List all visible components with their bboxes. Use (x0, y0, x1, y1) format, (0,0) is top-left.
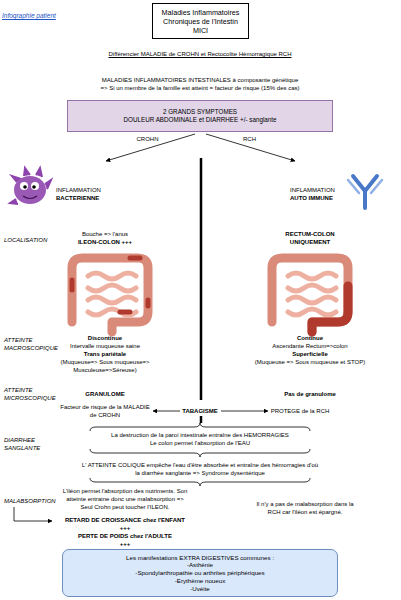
malabsorption-arrow (14, 507, 52, 521)
cell-text: RECTUM-COLON UNIQUEMENT (275, 230, 345, 246)
row-label: LOCALISATION (4, 236, 74, 244)
brace (90, 478, 310, 486)
brace (90, 423, 310, 431)
bacteria-spikes (10, 168, 51, 204)
branch-arrow (206, 134, 295, 161)
node-text: -Asthénie (187, 561, 213, 569)
cell-text: Pas de granulome (245, 390, 375, 398)
column-head: INFLAMMATION (56, 186, 136, 194)
tabac-arrow (153, 411, 180, 412)
node-text: -Erythème noueux (175, 577, 226, 585)
row-label: ATTEINTE MACROSCOPIQUE (4, 336, 59, 352)
cell-text: Bouche => l'anus (55, 230, 155, 238)
bacteria-eye (20, 182, 28, 190)
cell-text: +++ (60, 540, 190, 548)
cell-text: ILEON-COLON +++ (55, 238, 155, 246)
bacteria-body (14, 176, 46, 204)
cell-text: Il n'y a pas de malabsorption dans la RC… (250, 500, 360, 516)
row-label: ATTEINTE MICROSCOPIQUE (4, 386, 59, 402)
tabac-arrow (221, 411, 268, 412)
small-intestine (88, 273, 136, 315)
cell-text: Discontinue (55, 334, 155, 342)
row-label: MALABSORPTION (4, 497, 74, 505)
crohn-intestine (72, 258, 148, 332)
bacteria-icon (10, 168, 51, 204)
intro-text: MALADIES INFLAMMATOIRES INTESTINALES à c… (30, 76, 370, 84)
bacteria-eye (31, 182, 39, 190)
symptom-band: 2 GRANDS SYMPTOMESDOULEUR ABDOMINALE et … (67, 100, 333, 132)
brace (90, 449, 310, 457)
explanation-text: L' ATTEINTE COLIQUE empêche l'eau d'être… (80, 461, 320, 477)
inflamed-segment (312, 286, 348, 332)
bacteria-pupil (23, 185, 27, 189)
divider-line (200, 416, 203, 423)
bacteria-pupil (32, 185, 36, 189)
intro-text: => Si un membre de la famille est attein… (30, 84, 370, 92)
node-text: -Uvéite (190, 585, 210, 593)
node-text: -Spondylarthropathie ou arthrites périph… (135, 569, 264, 577)
cell-text: Superficielle (245, 350, 375, 358)
cell-text: Trans pariétale (55, 350, 155, 358)
extra-digestive-box: Les manifestations EXTRA DIGESTIVES comm… (62, 549, 338, 597)
center-label: TABAGISME (170, 407, 230, 415)
branch-label: CROHN (125, 135, 170, 143)
cell-text: (Muqueuse => Sous muqueuse et STOP) (245, 358, 375, 366)
cell-text: PROTEGE de la RCH (255, 407, 345, 415)
cell-text: PERTE DE POIDS chez l'ADULTE (60, 532, 190, 540)
cell-text: Intervalle muqueuse saine (55, 342, 155, 350)
cell-text: GRANULOME (55, 390, 155, 398)
cell-text: RETARD DE CROISSANCE chez l'ENFANT (60, 516, 190, 524)
divider-line (200, 158, 203, 400)
inflamed-patch (72, 258, 148, 312)
node-text: Maladies Inflammatoires Chroniques de l'… (157, 8, 244, 35)
column-head: AUTO IMMUNE (290, 194, 350, 202)
node-text: 2 GRANDS SYMPTOMES (163, 108, 237, 116)
branch-arrow (106, 134, 195, 161)
bacteria-mouth (23, 196, 37, 199)
title-box: Maladies Inflammatoires Chroniques de l'… (152, 3, 249, 39)
subtitle: Différencier MALADIE de CROHN et Rectoco… (60, 50, 340, 58)
cell-text: +++ (60, 524, 190, 532)
explanation-text: Le colon permet l'absorption de l'EAU (70, 439, 330, 447)
cell-text: Ascendante Rectum=>colon (245, 342, 375, 350)
antibody-icon (348, 176, 382, 208)
cell-text: (Muqueuse=> Sous muqueuse=> Musculeuse=>… (55, 358, 155, 374)
explanation-text: La destruction de la paroi intestinale e… (70, 431, 330, 439)
cell-text: Continue (245, 334, 375, 342)
node-text: DOULEUR ABDOMINALE et DIARRHEE +/- sangl… (123, 116, 276, 124)
colon (272, 258, 348, 332)
cell-text: L'iléon permet l'absorption des nutrimen… (60, 487, 190, 511)
row-label: DIARRHEE SANGLANTE (4, 436, 59, 452)
rch-colon (272, 258, 348, 332)
node-text: Les manifestations EXTRA DIGESTIVES comm… (126, 554, 274, 562)
small-intestine (288, 273, 336, 315)
cell-text: Facteur de risque de la MALADIE de CROHN (60, 403, 150, 419)
column-head: BACTERIENNE (56, 194, 136, 202)
antibody-light-chain (348, 180, 382, 193)
column-head: INFLAMMATION (290, 186, 350, 194)
header-note: Infographie patient (2, 12, 92, 20)
colon (72, 258, 148, 332)
branch-label: RCH (232, 135, 267, 143)
